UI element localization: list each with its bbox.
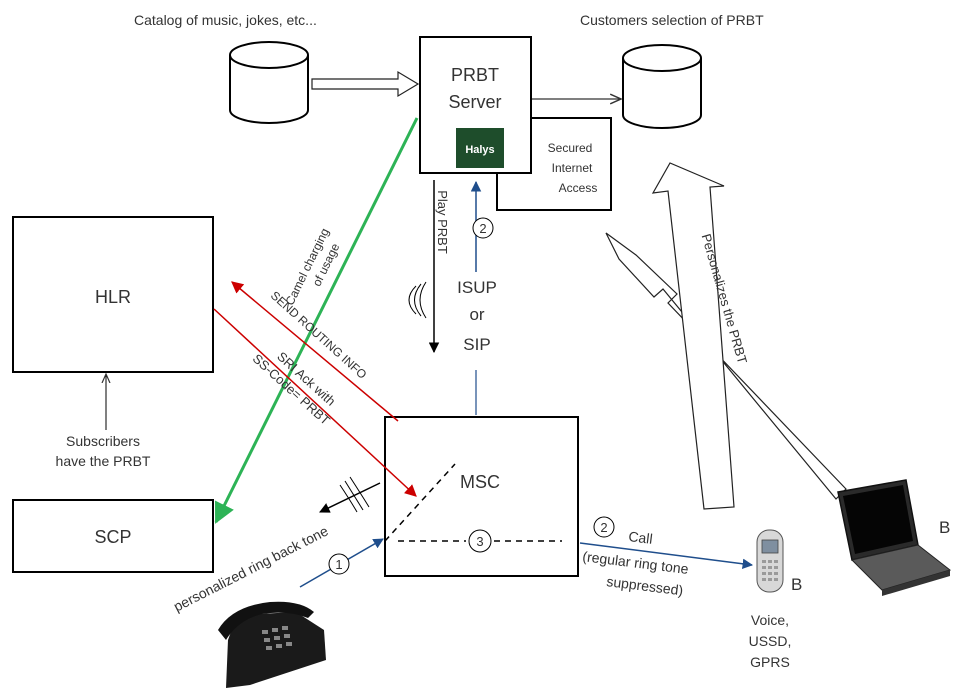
step-2-top-label: 2 — [479, 221, 486, 236]
laptop-b-label: B — [939, 518, 950, 537]
laptop-icon — [837, 479, 952, 596]
msc-label: MSC — [460, 472, 500, 492]
catalog-database-icon — [229, 41, 309, 124]
catalog-caption: Catalog of music, jokes, etc... — [134, 12, 317, 28]
call-label: Call — [628, 528, 654, 547]
step-1-circle — [328, 553, 350, 575]
mobile-phone-icon — [756, 529, 784, 593]
mobile-b-label: B — [791, 575, 802, 594]
secured-label-line1: Secured — [548, 141, 593, 155]
step-1-label: 1 — [335, 557, 342, 572]
step-2-call-circle — [593, 516, 615, 538]
subscribers-label-line1: Subscribers — [66, 433, 140, 449]
sip-label: SIP — [463, 335, 490, 354]
sri-ack-arrow — [213, 308, 417, 497]
play-prbt-label: Play PRBT — [435, 190, 450, 254]
prbt-server-title-line1: PRBT — [451, 65, 499, 85]
secured-label-line2: Internet — [552, 161, 593, 175]
step-3-label: 3 — [476, 534, 483, 549]
customers-selection-caption: Customers selection of PRBT — [580, 12, 764, 28]
secured-label-line3: Access — [559, 181, 598, 195]
voice-label-line1: Voice, — [751, 612, 789, 628]
step-2-call-label: 2 — [600, 520, 607, 535]
laptop-to-secured-access-arrow — [605, 232, 847, 500]
step-3-circle — [468, 529, 492, 553]
play-sound-waves-icon — [408, 281, 427, 319]
prbt-server-title-line2: Server — [448, 92, 501, 112]
regular-ring-label-line2: suppressed) — [606, 573, 684, 598]
hlr-label: HLR — [95, 287, 131, 307]
send-routing-info-arrow — [231, 281, 399, 422]
customers-selection-database-icon — [622, 44, 702, 129]
isup-label: ISUP — [457, 278, 497, 297]
ring-back-sound-waves-icon — [339, 476, 370, 513]
halys-logo-background — [456, 128, 504, 168]
scp-box — [12, 499, 214, 573]
desk-phone-icon — [218, 601, 326, 688]
voice-label-line3: GPRS — [750, 654, 790, 670]
step-2-top-circle — [472, 217, 494, 239]
call-arrow — [579, 542, 754, 570]
ring-back-tone-arrow — [319, 482, 381, 513]
catalog-to-server-arrow — [311, 70, 420, 98]
camel-charging-arrow — [214, 117, 419, 524]
or-label: or — [469, 305, 484, 324]
personalizes-prbt-arrow — [651, 162, 735, 510]
hlr-box — [12, 216, 214, 373]
subscribers-label-line2: have the PRBT — [56, 453, 151, 469]
regular-ring-label-line1: (regular ring tone — [582, 548, 690, 577]
voice-label-line2: USSD, — [749, 633, 792, 649]
scp-label: SCP — [94, 527, 131, 547]
halys-logo: Halys — [465, 144, 494, 156]
